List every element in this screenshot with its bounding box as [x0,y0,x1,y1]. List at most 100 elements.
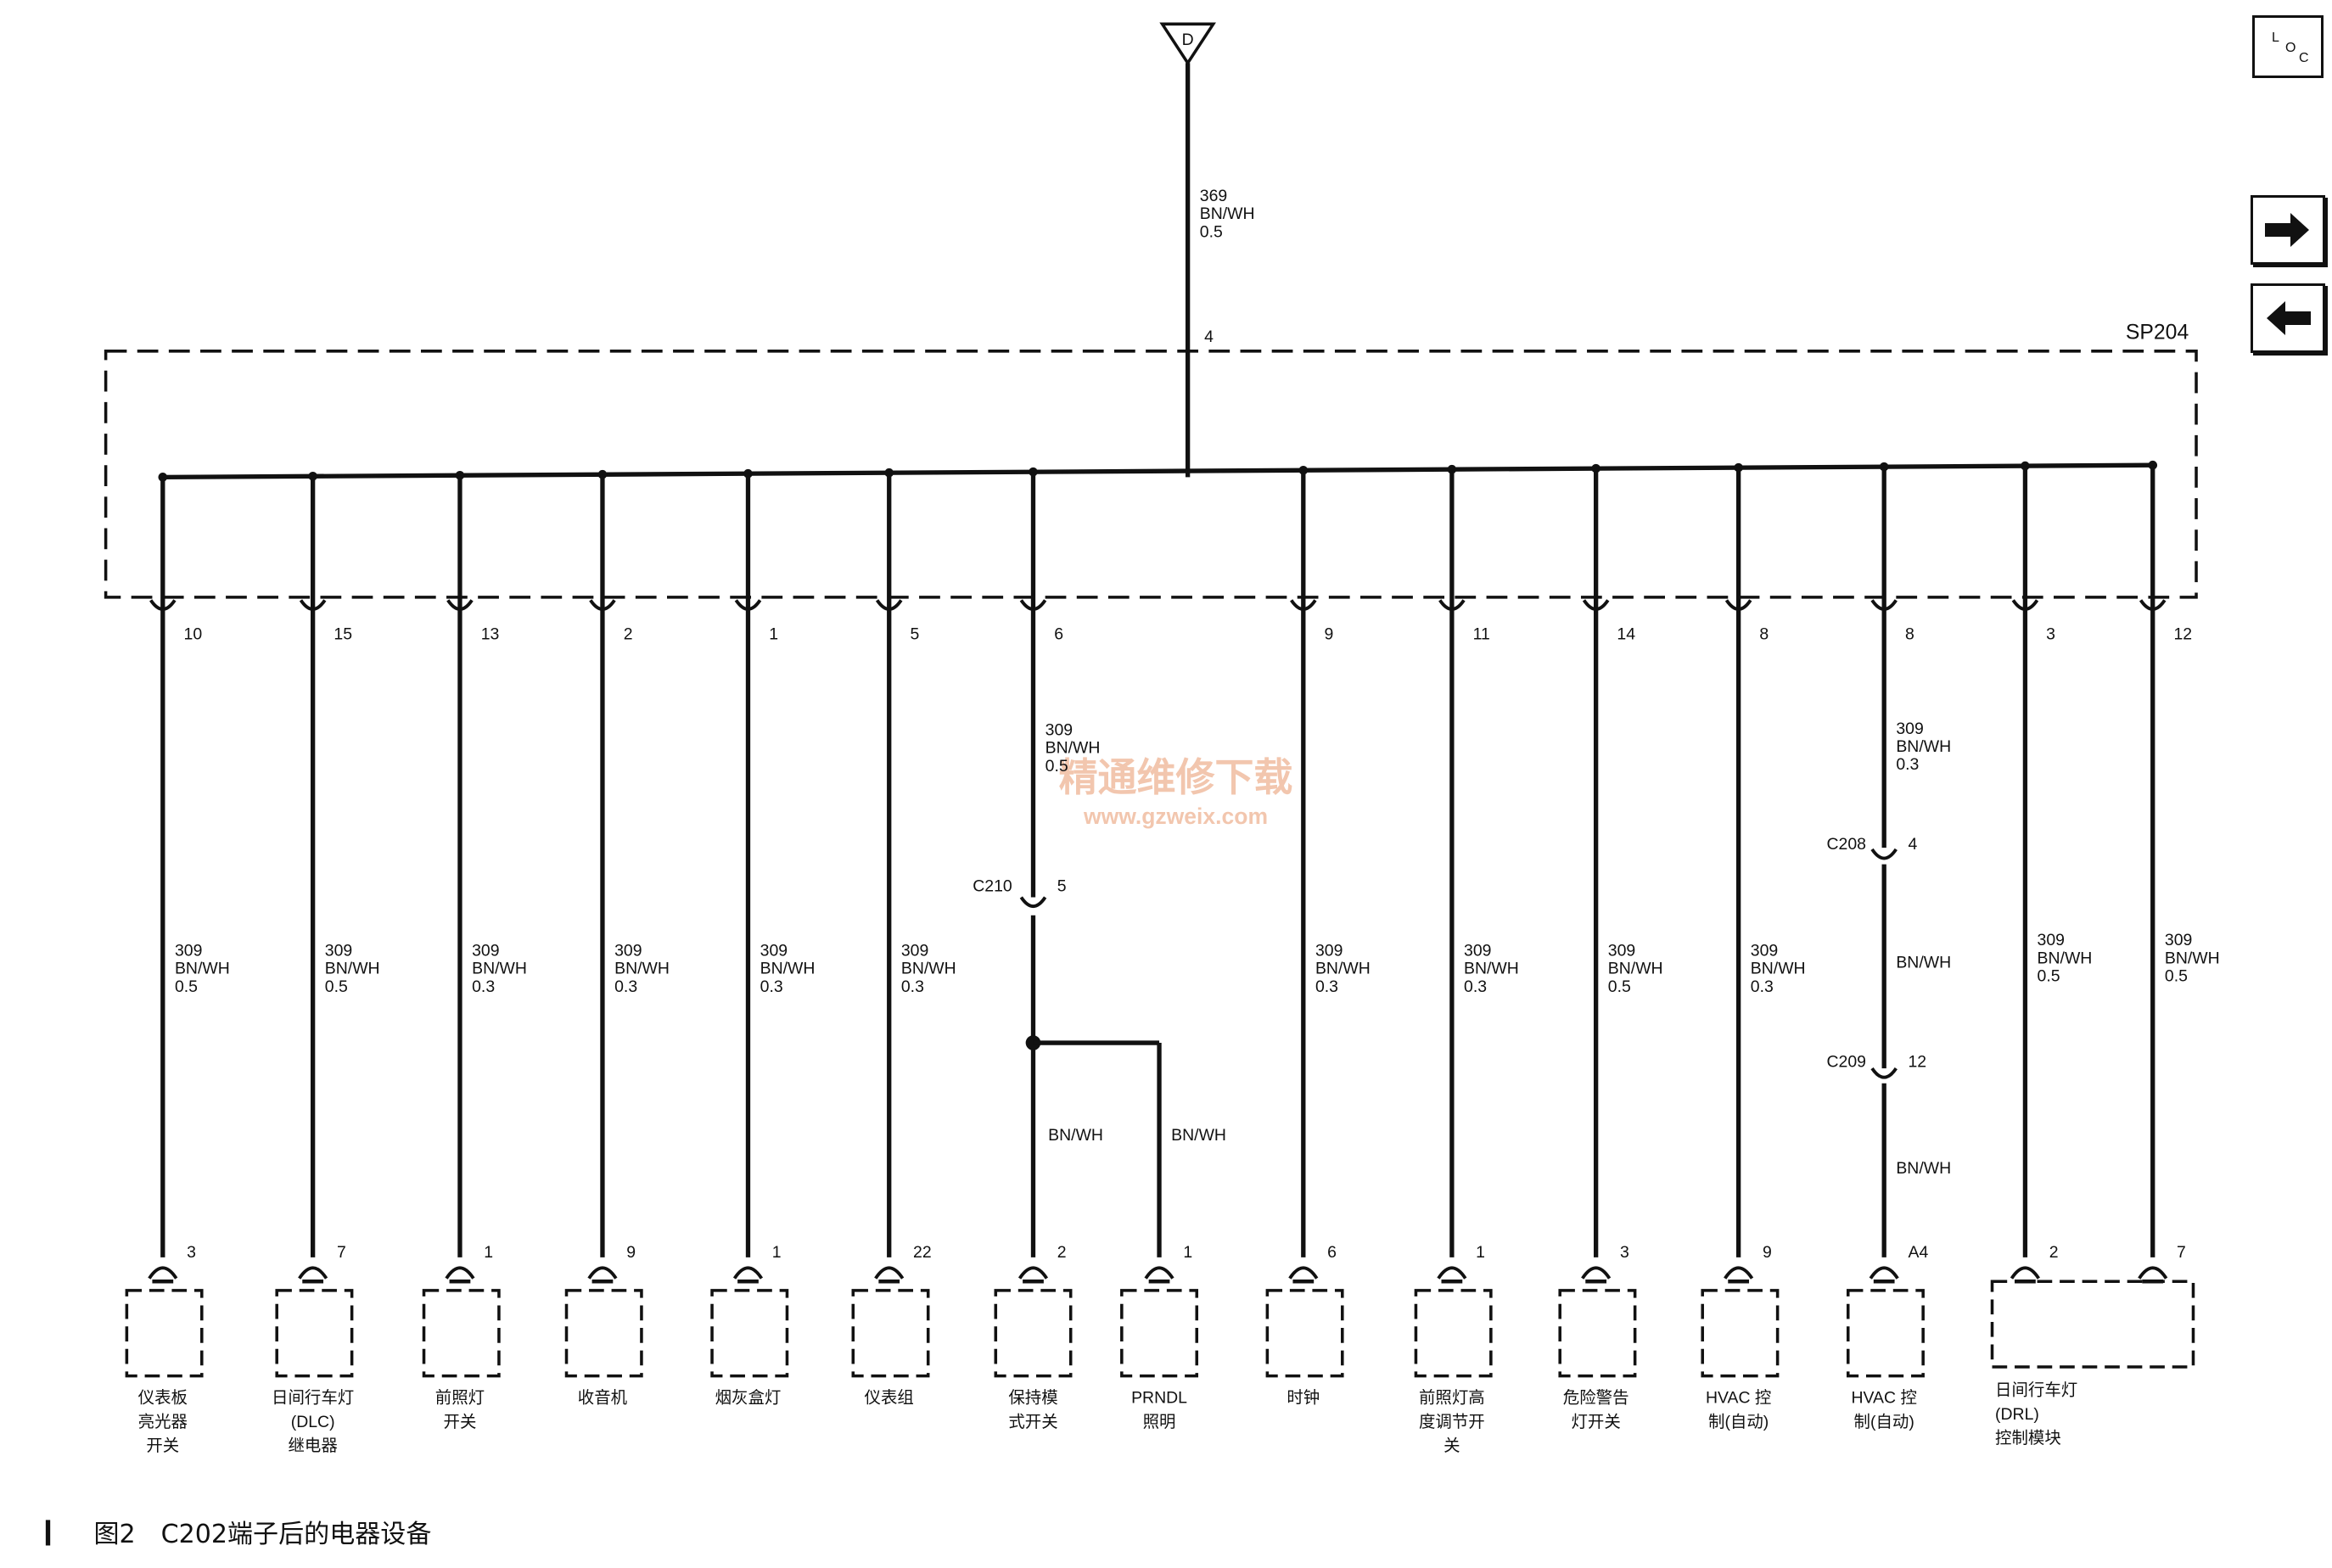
drl-label-1: 日间行车灯 [1995,1381,2077,1400]
device-box-6-0 [994,1289,1073,1378]
device-pin-2 [445,1266,475,1280]
next-page-button[interactable] [2251,195,2325,265]
caption-bar [45,1520,51,1546]
device-label-6-1-1: 照明 [1143,1413,1176,1431]
c209-pin: 12 [1908,1052,1926,1071]
device-box-11 [1846,1289,1925,1378]
splice-name: SP204 [2126,322,2189,344]
device-label-0-1: 亮光器 [138,1413,188,1431]
loc-button[interactable]: L O C [2252,15,2324,78]
top-node-d: D [1159,22,1216,66]
device-pin-7 [1288,1266,1319,1280]
device-label-2-0: 前照灯 [435,1388,485,1407]
wire-size-5: 0.3 [901,977,924,996]
device-pin-label-6-1: 1 [1183,1243,1192,1262]
device-label-8-2: 关 [1443,1436,1460,1455]
wire-color-5: BN/WH [901,960,956,978]
device-box-10 [1701,1289,1780,1378]
watermark-url: www.gzweix.com [1083,804,1268,829]
device-pin-label-11: A4 [1908,1243,1928,1262]
wire-size-4: 0.3 [760,977,783,996]
prev-page-button[interactable] [2251,283,2325,353]
wire-circuit-11: 309 [1896,720,1923,738]
splice-sp204-box [104,350,2198,599]
wire-color-4: BN/WH [760,960,816,978]
c208-cup [1870,848,1898,860]
top-wire-label: 369 BN/WH 0.5 [1200,187,1255,241]
wire-size-7: 0.3 [1315,977,1338,996]
device-pin-4 [732,1266,764,1280]
device-box-5 [851,1289,930,1378]
wire-size-2: 0.3 [472,977,495,996]
device-pin-6-0 [1017,1266,1049,1280]
wire-hold-color: BN/WH [1048,1126,1103,1145]
device-label-10-1: 制(自动) [1708,1413,1769,1431]
svg-text:O: O [2285,41,2296,55]
device-box-3 [564,1289,643,1378]
device-pin-1 [298,1266,328,1280]
wire-circuit-10: 309 [1751,941,1778,960]
wire-color-13: BN/WH [2165,949,2220,967]
device-label-5-0: 仪表组 [865,1388,914,1407]
device-pin-9 [1581,1266,1612,1280]
splice-pin-label-12: 3 [2046,624,2055,643]
device-label-7-0: 时钟 [1287,1388,1320,1407]
device-pin-label-5: 22 [913,1243,932,1262]
wire-size-12: 0.5 [2038,967,2060,986]
wire-size-10: 0.3 [1751,977,1774,996]
wire-circuit-5: 309 [901,941,928,960]
device-pin-label-2: 1 [484,1243,493,1262]
wire-prndl-color: BN/WH [1171,1126,1226,1145]
wire-color-2: BN/WH [472,960,527,978]
device-box-4 [710,1289,789,1378]
device-pin-label-1: 7 [337,1243,346,1262]
wire-color-1: BN/WH [325,960,380,978]
watermark-cn: 精通维修下载 [1059,754,1293,800]
drl-label-2: (DRL) [1995,1405,2039,1424]
wire-color-6: BN/WH [1045,739,1101,758]
wire-size-3: 0.3 [614,977,637,996]
device-label-8-0: 前照灯高 [1419,1388,1485,1407]
device-box-2 [422,1289,501,1378]
svg-text:D: D [1182,31,1194,49]
wire-color-11: BN/WH [1896,737,1951,756]
c208-name: C208 [1826,835,1865,854]
device-pin-0 [148,1266,178,1280]
arrow-right-icon [2265,213,2309,247]
device-box-8 [1414,1289,1493,1378]
branches: 10309BN/WH0.53仪表板亮光器开关15309BN/WH0.57日间行车… [125,460,2220,1455]
wire-circuit-8: 309 [1464,941,1491,960]
wire-circuit-4: 309 [760,941,788,960]
c210-name: C210 [973,876,1012,895]
wire-circuit-12: 309 [2038,931,2065,949]
wire-size-1: 0.5 [325,977,348,996]
c210-junction [1025,1035,1041,1050]
device-pin-8 [1437,1266,1467,1280]
device-label-10-0: HVAC 控 [1706,1388,1771,1407]
splice-pin-label-6: 6 [1054,624,1063,643]
device-pin-3 [587,1266,618,1280]
device-pin-5 [874,1266,905,1280]
device-pin-10 [1724,1266,1754,1280]
device-pin-13 [2138,1266,2168,1280]
wire-circuit-2: 309 [472,941,499,960]
device-pin-label-0: 3 [187,1243,196,1262]
device-box-6-1 [1120,1289,1199,1378]
device-label-8-1: 度调节开 [1419,1413,1485,1431]
device-pin-label-3: 9 [626,1243,636,1262]
wire-circuit-3: 309 [614,941,642,960]
device-label-1-2: 继电器 [288,1436,337,1455]
device-label-11-0: HVAC 控 [1851,1388,1916,1407]
device-label-1-1: (DLC) [291,1413,335,1431]
device-label-3-0: 收音机 [578,1388,628,1407]
figure-caption: 图2 C202端子后的电器设备 [93,1520,431,1549]
splice-bus [162,462,2153,480]
device-label-0-0: 仪表板 [138,1388,188,1407]
wire-circuit-0: 309 [175,941,202,960]
svg-text:0.5: 0.5 [1200,222,1223,241]
wire-color-3: BN/WH [614,960,670,978]
device-pin-label-9: 3 [1620,1243,1629,1262]
device-label-9-0: 危险警告 [1563,1388,1629,1407]
splice-pin-label-4: 1 [769,624,778,643]
